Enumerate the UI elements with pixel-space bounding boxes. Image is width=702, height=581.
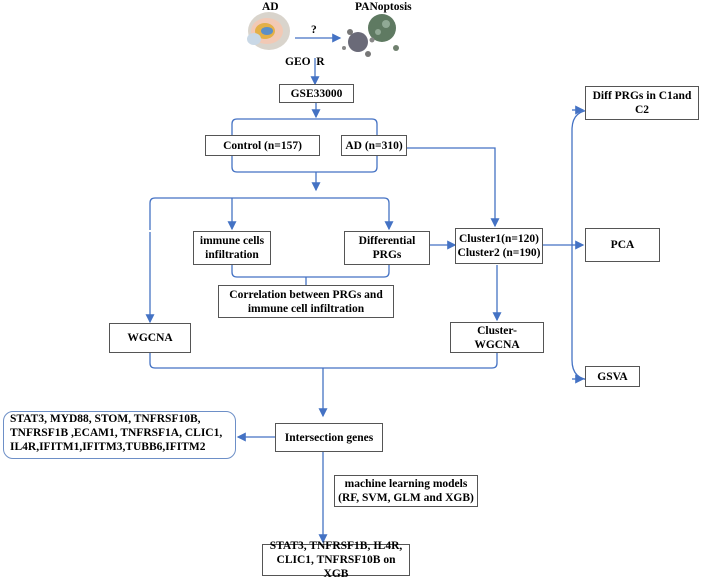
ml-models-node: machine learning models (RF, SVM, GLM an… bbox=[334, 475, 478, 507]
final-genes-node: STAT3, TNFRSF1B, IL4R, CLIC1, TNFRSF10B … bbox=[262, 540, 410, 580]
dataset-node: GSE33000 bbox=[279, 84, 354, 103]
genes-line1: STAT3, MYD88, STOM, TNFRSF10B, bbox=[10, 413, 201, 425]
ml-line1: machine learning models bbox=[344, 478, 468, 490]
diff-c1c2-line2: C2 bbox=[634, 104, 650, 116]
gsva-node: GSVA bbox=[585, 366, 640, 387]
cluster-line1: Cluster1(n=120) bbox=[458, 233, 540, 245]
panoptosis-cell-icon bbox=[342, 14, 399, 57]
diff-line1: Differential bbox=[358, 235, 416, 247]
dataset-split-bracket bbox=[231, 118, 378, 135]
diff-c1c2-line1: Diff PRGs in C1and bbox=[592, 90, 692, 102]
cluster-wgcna-line2: WGCNA bbox=[474, 338, 520, 351]
wgcna-node: WGCNA bbox=[109, 323, 191, 353]
panoptosis-label: PANoptosis bbox=[355, 1, 412, 13]
ml-line2: (RF, SVM, GLM and XGB) bbox=[338, 492, 474, 504]
diff-line2: PRGs bbox=[372, 249, 402, 261]
question-mark: ? bbox=[311, 24, 317, 36]
control-node: Control (n=157) bbox=[205, 135, 320, 156]
differential-prgs-node: Differential PRGs bbox=[344, 231, 430, 265]
gene-list-node: STAT3, MYD88, STOM, TNFRSF10B, TNFRSF1B … bbox=[3, 411, 236, 459]
intersection-genes-node: Intersection genes bbox=[275, 423, 383, 452]
cluster-wgcna-node: Cluster- WGCNA bbox=[450, 322, 544, 353]
cluster-line2: Cluster2 (n=190) bbox=[457, 247, 541, 259]
genes-line3: IL4R,IFITM1,IFITM3,TUBB6,IFITM2 bbox=[10, 441, 206, 453]
cluster-node: Cluster1(n=120) Cluster2 (n=190) bbox=[455, 228, 543, 264]
corr-line2: immune cell infiltration bbox=[247, 302, 365, 315]
correlation-node: Correlation between PRGs and immune cell… bbox=[218, 285, 394, 318]
immune-line1: immune cells bbox=[199, 235, 265, 247]
final-line1: STAT3, TNFRSF1B, IL4R, bbox=[269, 540, 403, 552]
pca-node: PCA bbox=[585, 228, 660, 262]
immune-line2: infiltration bbox=[205, 249, 259, 261]
ad-node: AD (n=310) bbox=[341, 135, 407, 156]
brain-icon bbox=[247, 12, 290, 50]
immune-infiltration-node: immune cells infiltration bbox=[193, 231, 271, 265]
diff-prgs-c1c2-node: Diff PRGs in C1and C2 bbox=[585, 86, 699, 120]
ad-to-cluster-arrow bbox=[406, 147, 500, 228]
final-line2: CLIC1, TNFRSF10B on XGB bbox=[276, 554, 396, 580]
cluster-wgcna-line1: Cluster- bbox=[477, 324, 517, 337]
genes-line2: TNFRSF1B ,ECAM1, TNFRSF1A, CLIC1, bbox=[10, 427, 223, 439]
corr-line1: Correlation between PRGs and bbox=[229, 288, 383, 301]
geo-r-label: GEO R bbox=[285, 56, 325, 68]
ad-label: AD bbox=[262, 1, 279, 13]
